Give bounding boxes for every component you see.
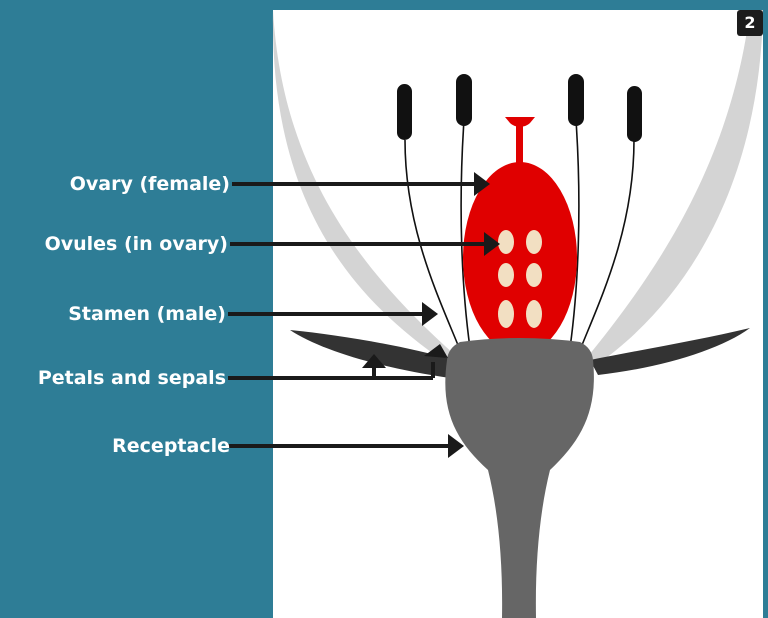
- page-number-badge: 2: [737, 10, 763, 36]
- petal-right: [585, 10, 763, 366]
- ovules-label: Ovules (in ovary): [45, 232, 228, 256]
- ovary-label: Ovary (female): [70, 172, 230, 196]
- petals-sepals-label: Petals and sepals: [38, 366, 226, 390]
- stigma: [505, 117, 535, 127]
- stamen-label: Stamen (male): [68, 302, 226, 326]
- receptacle-label: Receptacle: [112, 434, 230, 458]
- receptacle: [445, 338, 594, 618]
